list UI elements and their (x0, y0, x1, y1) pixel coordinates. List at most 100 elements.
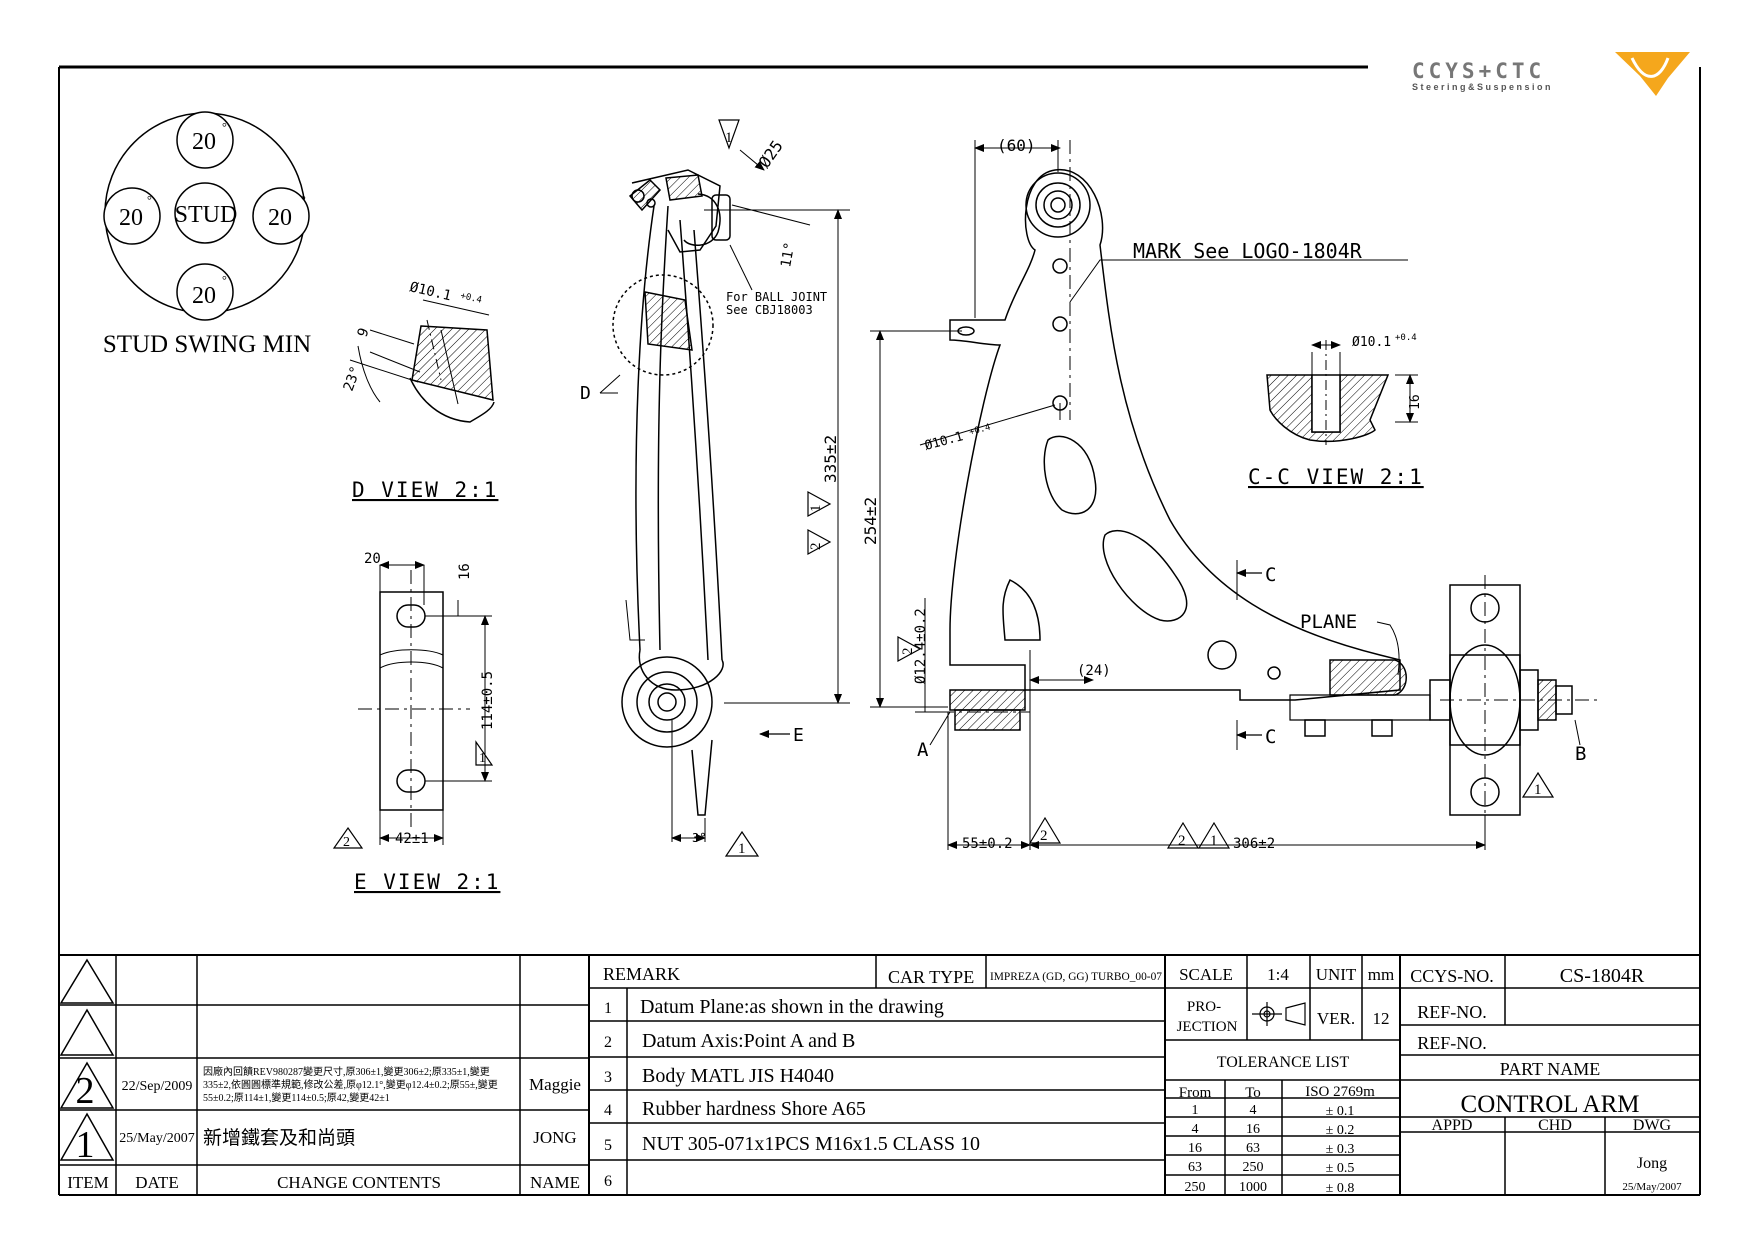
ref-no-label-1: REF-NO. (1417, 1002, 1487, 1022)
stud-angle-top: 20 (192, 129, 216, 155)
car-type-label: CAR TYPE (888, 967, 974, 987)
rev-name-1: JONG (533, 1128, 576, 1147)
dwg-name: Jong (1637, 1155, 1667, 1172)
main-view-revision-marks: 2 2 2 1 1 (897, 635, 1555, 849)
title-block (59, 954, 1700, 1195)
cc-depth-dim: 16 (1408, 394, 1423, 410)
ball-angle-dim: 11° (778, 241, 798, 269)
dim-55: 55±0.2 (962, 836, 1013, 852)
svg-text:°: ° (222, 120, 227, 134)
svg-text:16: 16 (1246, 1122, 1260, 1137)
svg-text:+0.4: +0.4 (968, 423, 992, 438)
section-c-bottom: C (1265, 726, 1276, 748)
svg-text:2: 2 (343, 835, 350, 850)
chd-label: CHD (1538, 1117, 1572, 1134)
projection-label-1: PRO- (1187, 999, 1221, 1015)
d-view-hole-dim: Ø10.1 (408, 279, 453, 304)
side-height-dim: 335±2 (821, 435, 840, 483)
svg-text:1000: 1000 (1239, 1180, 1267, 1195)
stud-angle-left: 20 (119, 205, 143, 231)
datum-point-b: B (1575, 743, 1586, 765)
svg-text:1: 1 (1192, 1103, 1199, 1118)
rev-item-2: 2 (76, 1070, 95, 1112)
tol-header-to: To (1245, 1085, 1261, 1101)
remark-2: Datum Axis:Point A and B (642, 1030, 855, 1052)
header-item: ITEM (67, 1173, 109, 1192)
stud-label: STUD (175, 202, 238, 228)
rev-date-1: 25/May/2007 (119, 1131, 194, 1146)
rev-change-2-line-2: 335±2,依圓圓標準規範,修改公差,原φ12.1°,變更φ12.4±0.2;原… (203, 1078, 498, 1091)
remark-1: Datum Plane:as shown in the drawing (640, 996, 944, 1018)
svg-text:4: 4 (1192, 1122, 1199, 1137)
side-angle-bottom: 3° (692, 831, 706, 845)
svg-text:1: 1 (808, 505, 824, 513)
d-view-title: D VIEW 2:1 (352, 478, 498, 502)
svg-text:1: 1 (479, 751, 486, 766)
svg-text:1: 1 (738, 841, 746, 857)
svg-text:2: 2 (1040, 828, 1048, 844)
d-view-section (349, 299, 495, 423)
tol-header-from: From (1179, 1085, 1212, 1101)
detail-d-label: D (580, 383, 591, 404)
svg-text:2: 2 (808, 543, 824, 551)
rev-date-2: 22/Sep/2009 (122, 1079, 193, 1094)
cc-hole-dim: Ø10.1 (1352, 335, 1391, 350)
svg-text:Steering&Suspension: Steering&Suspension (1412, 82, 1553, 92)
stud-swing-caption: STUD SWING MIN (103, 331, 311, 358)
svg-text:63: 63 (1246, 1141, 1260, 1156)
ver-label: VER. (1317, 1009, 1355, 1028)
scale-label: SCALE (1179, 965, 1233, 984)
header-change: CHANGE CONTENTS (277, 1173, 441, 1192)
svg-text:250: 250 (1243, 1160, 1264, 1175)
main-hole-dim: Ø10.1 (923, 429, 965, 454)
ccys-no-value: CS-1804R (1560, 965, 1645, 987)
svg-text:3: 3 (604, 1069, 612, 1086)
svg-text:+0.4: +0.4 (1395, 333, 1417, 343)
rev-change-2-line-1: 因廠內回饋REV980287變更尺寸,原306±1,變更306±2;原335±1… (203, 1065, 490, 1078)
offset-24-dim: (24) (1077, 663, 1111, 679)
svg-text:250: 250 (1185, 1180, 1206, 1195)
scale-value: 1:4 (1267, 965, 1289, 984)
main-height-dim: 254±2 (861, 497, 880, 545)
projection-symbol-icon (1252, 1002, 1306, 1026)
remark-3: Body MATL JIS H4040 (642, 1065, 834, 1087)
stud-angle-bottom: 20 (192, 283, 216, 309)
cc-view-section (1266, 340, 1418, 445)
projection-label-2: JECTION (1177, 1019, 1238, 1035)
rev-change-1: 新增鐵套及和尚頭 (203, 1127, 355, 1149)
svg-text:4: 4 (1250, 1103, 1257, 1118)
side-view-revision-marks: 1 2 1 1 (718, 119, 832, 857)
svg-text:°: ° (222, 273, 227, 287)
drawing-frame (58, 65, 1701, 1196)
stud-angle-right: 20 (268, 205, 292, 231)
tolerance-row-3: ± 0.3 (1326, 1142, 1355, 1157)
main-top-dim: (60) (997, 136, 1036, 155)
datum-point-a: A (917, 739, 929, 761)
ball-joint-note-2: See CBJ18003 (726, 303, 813, 317)
side-view (599, 149, 850, 842)
rev-change-2-line-3: 55±0.2;原114±1,變更114±0.5;原42,變更42±1 (203, 1091, 390, 1104)
svg-text:2: 2 (604, 1034, 612, 1051)
svg-text:°: ° (147, 193, 152, 207)
svg-text:°: ° (301, 193, 306, 207)
dwg-label: DWG (1633, 1117, 1672, 1134)
ccys-no-label: CCYS-NO. (1410, 966, 1494, 986)
unit-label: UNIT (1316, 965, 1357, 984)
d-view-depth-dim: 9 (355, 326, 373, 339)
svg-text:4: 4 (604, 1102, 612, 1119)
e-view-bottom-dim: 42±1 (395, 831, 429, 847)
bush-diameter-dim: Ø12.4±0.2 (913, 608, 929, 684)
svg-text:6: 6 (604, 1173, 612, 1190)
tolerance-row-2: ± 0.2 (1326, 1123, 1355, 1138)
dwg-date: 25/May/2007 (1622, 1181, 1682, 1193)
revision-triangles (59, 958, 115, 1161)
appd-label: APPD (1432, 1117, 1473, 1134)
ver-value: 12 (1373, 1009, 1390, 1028)
svg-text:63: 63 (1188, 1160, 1202, 1175)
main-view (870, 140, 1600, 850)
header-name: NAME (530, 1173, 580, 1192)
svg-text:1: 1 (725, 130, 733, 146)
remark-4: Rubber hardness Shore A65 (642, 1098, 866, 1120)
svg-text:1: 1 (604, 1000, 612, 1017)
car-type-value: IMPREZA (GD, GG) TURBO_00-07 (990, 969, 1162, 983)
